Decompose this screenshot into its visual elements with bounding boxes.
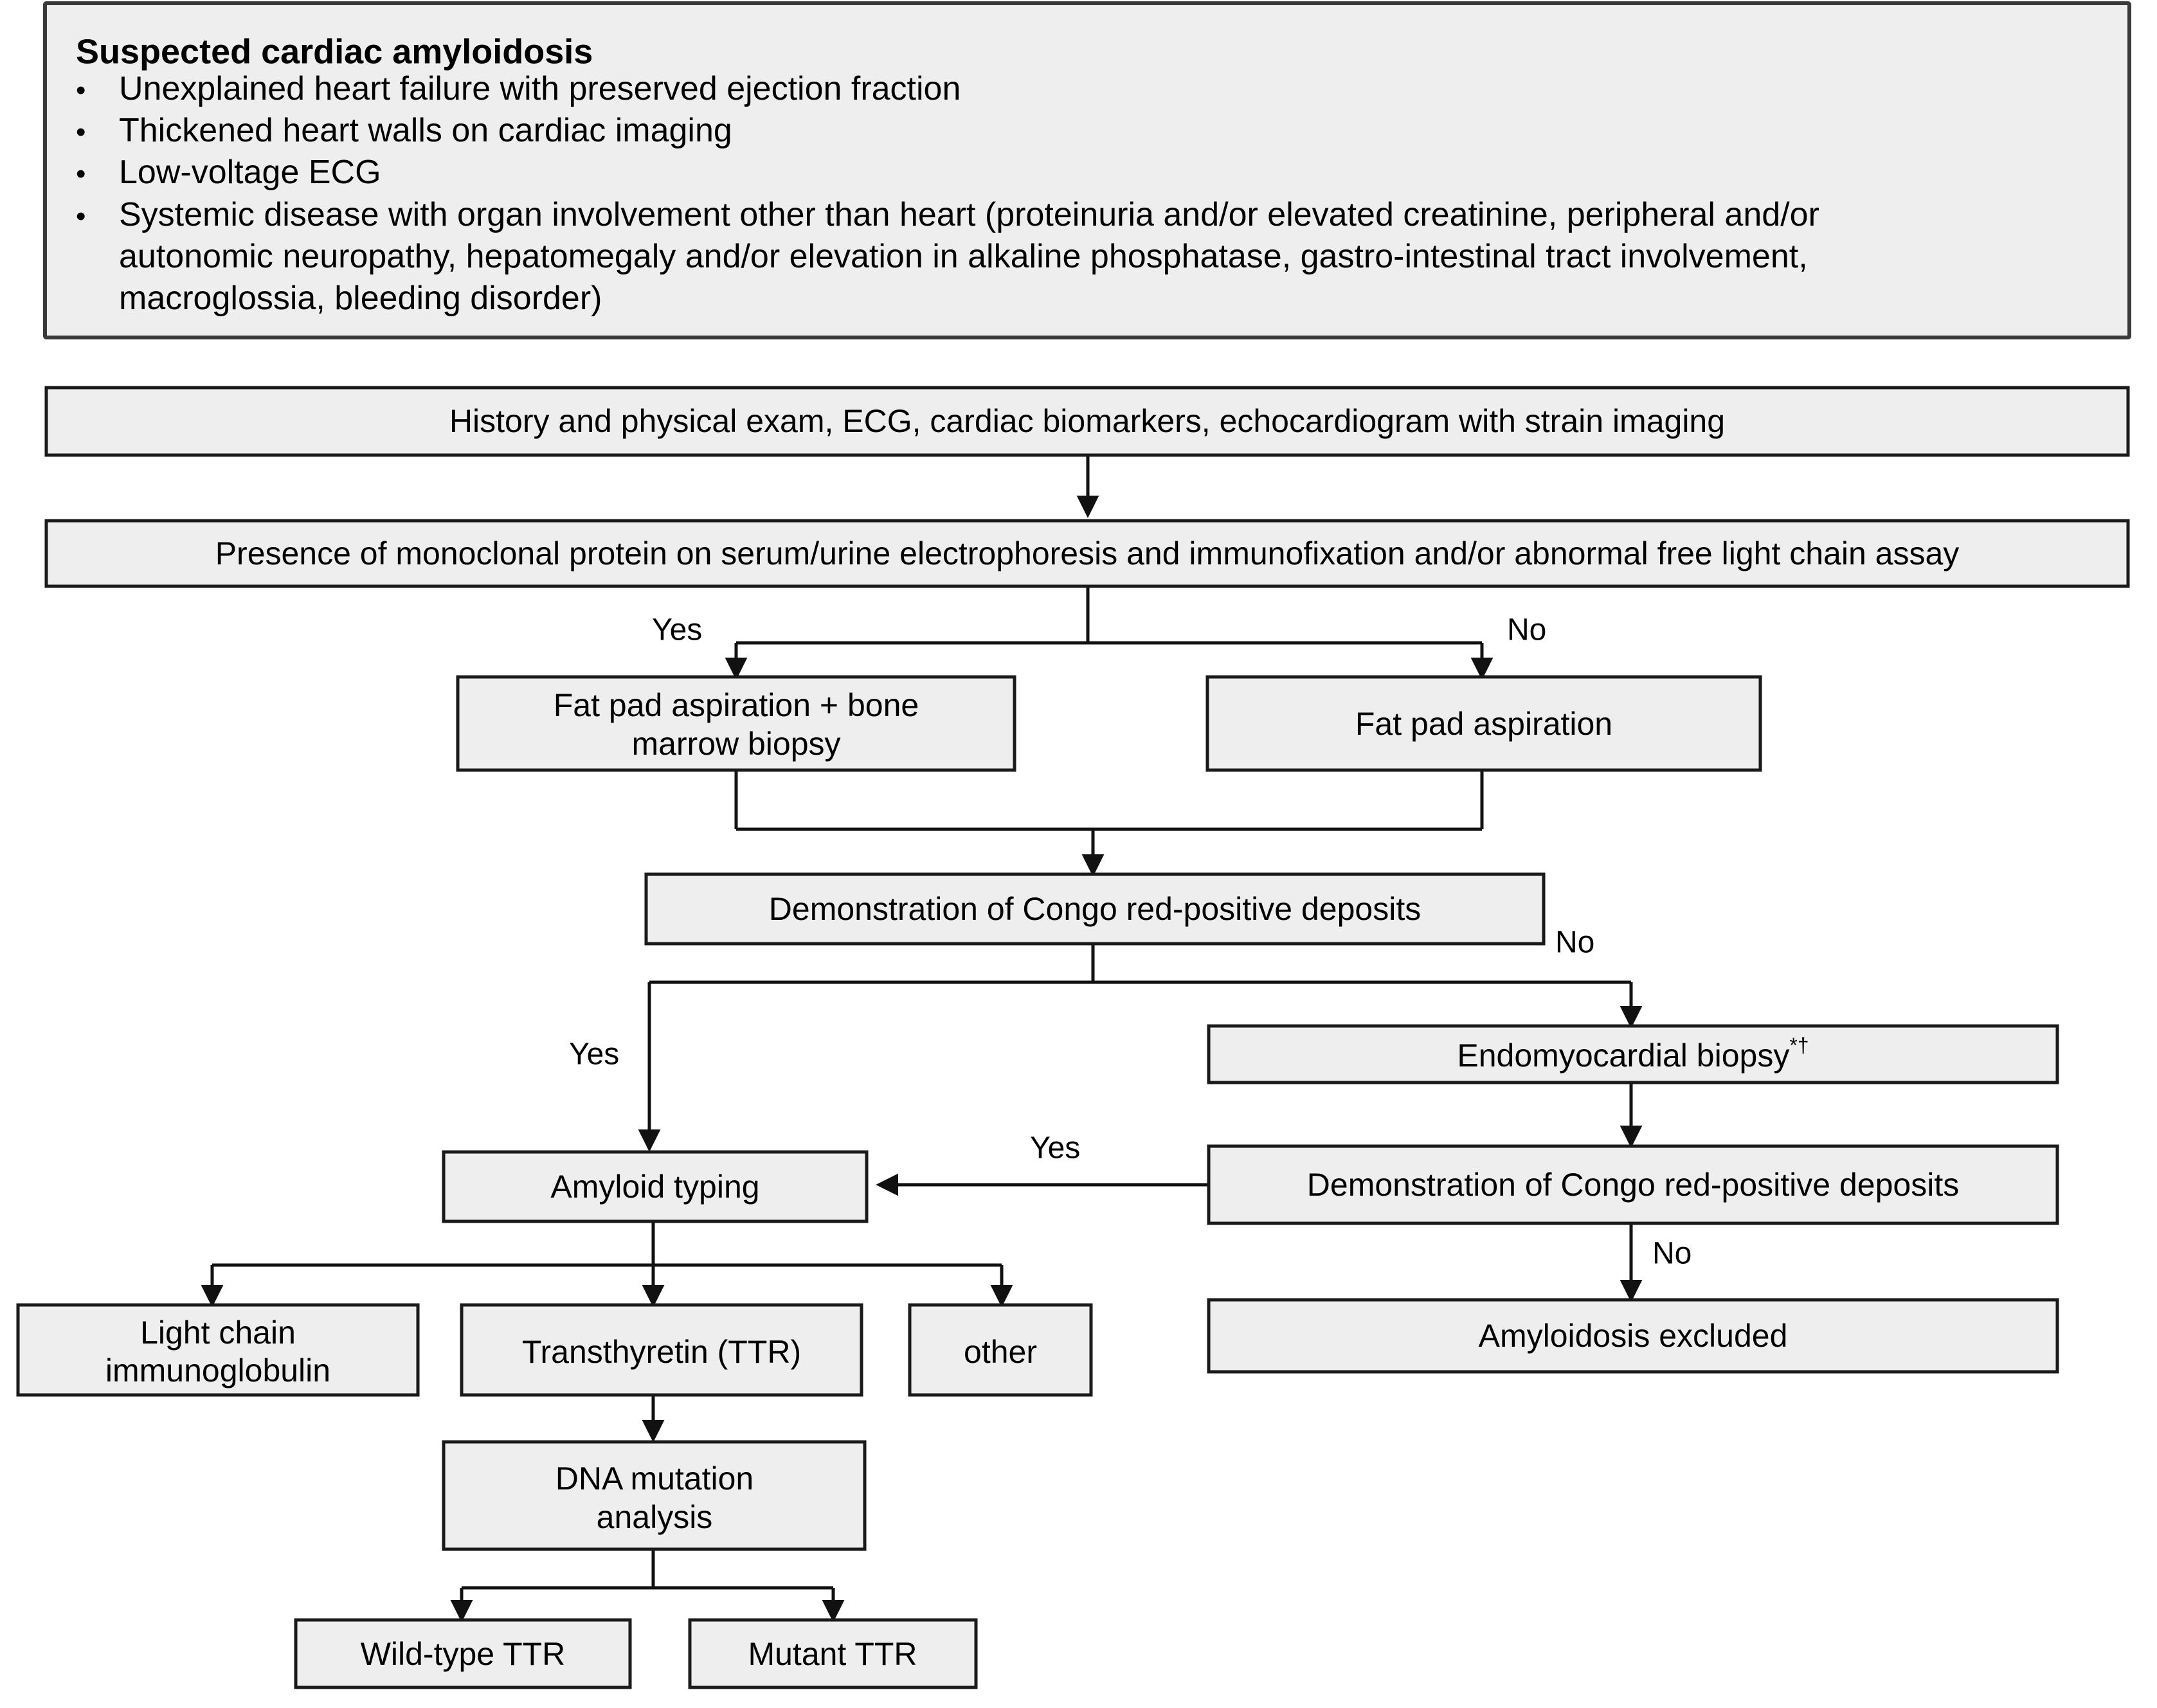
node-history-label: History and physical exam, ECG, cardiac … — [449, 403, 1725, 439]
node-light-chain-immunoglobulin-line-1: Light chain — [140, 1315, 296, 1351]
edge-label-congo1-yes: Yes — [569, 1038, 619, 1072]
node-endomyocardial-biopsy[interactable]: Endomyocardial biopsy*† — [1207, 1024, 2059, 1084]
node-wild-type-ttr-label: Wild-type TTR — [361, 1636, 566, 1672]
node-mutant-ttr-label: Mutant TTR — [748, 1636, 917, 1672]
node-endomyocardial-biopsy-superscript: *† — [1789, 1034, 1809, 1057]
node-fatpad-bone-marrow-biopsy[interactable]: Fat pad aspiration + bone marrow biopsy — [456, 675, 1016, 772]
header-item-1-line-1: Unexplained heart failure with preserved… — [119, 70, 961, 107]
node-wild-type-ttr[interactable]: Wild-type TTR — [294, 1618, 632, 1689]
node-dna-mutation-analysis-line-1: DNA mutation — [555, 1461, 754, 1497]
node-amyloid-typing[interactable]: Amyloid typing — [442, 1150, 869, 1223]
node-transthyretin-label: Transthyretin (TTR) — [522, 1334, 801, 1370]
header-bullet-glyph-2: • — [76, 116, 86, 148]
header-title: Suspected cardiac amyloidosis — [76, 32, 593, 71]
node-monoclonal-protein[interactable]: Presence of monoclonal protein on serum/… — [44, 519, 2130, 588]
edge-label-congo1-no: No — [1555, 926, 1594, 960]
node-amyloidosis-excluded[interactable]: Amyloidosis excluded — [1207, 1298, 2059, 1374]
node-endomyocardial-biopsy-label: Endomyocardial biopsy*† — [1457, 1034, 1809, 1074]
node-fatpad-aspiration[interactable]: Fat pad aspiration — [1205, 675, 1762, 772]
node-transthyretin[interactable]: Transthyretin (TTR) — [460, 1303, 863, 1397]
node-congo-red-deposits-2-label: Demonstration of Congo red-positive depo… — [1307, 1167, 1959, 1203]
edge-label-monoclonal-yes: Yes — [652, 613, 702, 647]
node-endomyocardial-biopsy-text: Endomyocardial biopsy — [1457, 1038, 1789, 1074]
edge-label-congo2-yes: Yes — [1030, 1131, 1080, 1165]
node-mutant-ttr[interactable]: Mutant TTR — [688, 1618, 978, 1689]
header-panel: Suspected cardiac amyloidosis • Unexplai… — [43, 1, 2131, 339]
header-item-4-line-3: macroglossia, bleeding disorder) — [119, 280, 602, 317]
node-congo-red-deposits-1-label: Demonstration of Congo red-positive depo… — [769, 891, 1421, 927]
node-fatpad-bone-marrow-biopsy-line-2: marrow biopsy — [631, 726, 840, 762]
node-congo-red-deposits-2[interactable]: Demonstration of Congo red-positive depo… — [1207, 1144, 2059, 1225]
node-other-label: other — [964, 1334, 1037, 1370]
edge-label-monoclonal-no: No — [1507, 613, 1546, 647]
header-bullet-glyph-4: • — [76, 201, 86, 232]
node-monoclonal-protein-label: Presence of monoclonal protein on serum/… — [215, 535, 1960, 571]
edge-labels: Yes No Yes No Yes No — [569, 613, 1692, 1271]
header-item-3-line-1: Low-voltage ECG — [119, 154, 381, 191]
edge-label-congo2-no: No — [1652, 1237, 1692, 1271]
node-dna-mutation-analysis[interactable]: DNA mutation analysis — [442, 1440, 867, 1551]
node-fatpad-aspiration-label: Fat pad aspiration — [1355, 706, 1612, 742]
header-item-2-line-1: Thickened heart walls on cardiac imaging — [119, 112, 732, 149]
node-amyloidosis-excluded-label: Amyloidosis excluded — [1479, 1318, 1788, 1354]
node-fatpad-bone-marrow-biopsy-line-1: Fat pad aspiration + bone — [554, 687, 919, 723]
node-dna-mutation-analysis-line-2: analysis — [597, 1499, 713, 1535]
header-bullet-glyph-1: • — [76, 75, 86, 106]
node-amyloid-typing-label: Amyloid typing — [550, 1169, 759, 1205]
node-light-chain-immunoglobulin[interactable]: Light chain immunoglobulin — [16, 1303, 420, 1397]
header-item-4-line-1: Systemic disease with organ involvement … — [119, 196, 1819, 233]
node-history[interactable]: History and physical exam, ECG, cardiac … — [44, 386, 2130, 457]
node-light-chain-immunoglobulin-line-2: immunoglobulin — [105, 1353, 330, 1389]
node-congo-red-deposits-1[interactable]: Demonstration of Congo red-positive depo… — [644, 872, 1546, 946]
node-other[interactable]: other — [908, 1303, 1093, 1397]
header-bullet-glyph-3: • — [76, 158, 86, 190]
connectors — [201, 455, 1643, 1623]
header-item-4-line-2: autonomic neuropathy, hepatomegaly and/o… — [119, 238, 1808, 275]
